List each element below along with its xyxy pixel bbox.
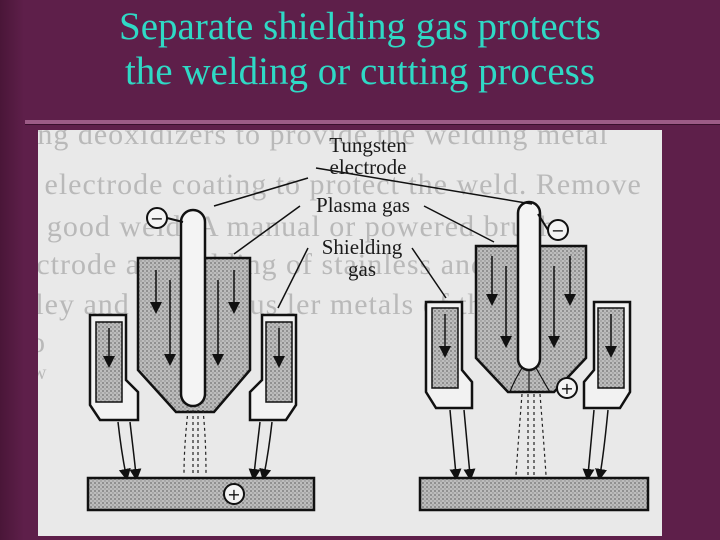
leader-tungsten-right [315, 167, 533, 205]
left-workpiece [86, 476, 316, 512]
label-tungsten-line-2: electrode [329, 155, 407, 179]
label-tungsten-line-1: Tungsten [329, 133, 407, 157]
label-tungsten-electrode: Tungsten electrode [306, 134, 430, 178]
slide-title: Separate shielding gas protects the weld… [0, 4, 720, 94]
background-text-line: ing deoxidizers to provide the welding m… [38, 130, 609, 151]
label-plasma-gas: Plasma gas [316, 193, 410, 217]
leader-shielding-left [277, 247, 309, 309]
plasma-torch-diagram: ing deoxidizers to provide the welding m… [38, 130, 662, 536]
background-text-line: a good weld. A manual or powered brush [38, 210, 556, 243]
right-workpiece [418, 476, 650, 512]
torch-illustration: − + [86, 167, 650, 512]
label-shielding-gas: Shielding gas [306, 236, 418, 280]
leader-plasma-right [423, 205, 495, 243]
background-text-line: w [38, 362, 48, 384]
leader-tungsten-left [213, 177, 309, 207]
background-text-line: d electrode coating to protect the weld.… [38, 168, 642, 201]
svg-text:+: + [560, 379, 573, 398]
svg-text:−: − [150, 209, 163, 228]
right-nozzle-positive [556, 377, 578, 399]
svg-text:+: + [227, 485, 240, 504]
title-line-2: the welding or cutting process [124, 50, 596, 93]
left-torch: − + [86, 207, 316, 512]
right-tungsten-electrode [516, 200, 542, 372]
leader-shielding-right [411, 247, 447, 299]
leader-plasma-left [233, 205, 301, 255]
title-divider [25, 120, 720, 125]
title-line-1: Separate shielding gas protects [119, 5, 601, 48]
label-shielding-line-2: gas [348, 257, 376, 281]
label-shielding-line-1: Shielding [321, 235, 403, 259]
background-text-line: o [38, 326, 46, 360]
background-text-line: ectrode arc welding of stainless and [38, 248, 488, 281]
left-work-positive [223, 483, 245, 505]
svg-text:−: − [551, 221, 564, 240]
left-tungsten-electrode [179, 208, 207, 408]
right-torch: − + [418, 200, 650, 512]
